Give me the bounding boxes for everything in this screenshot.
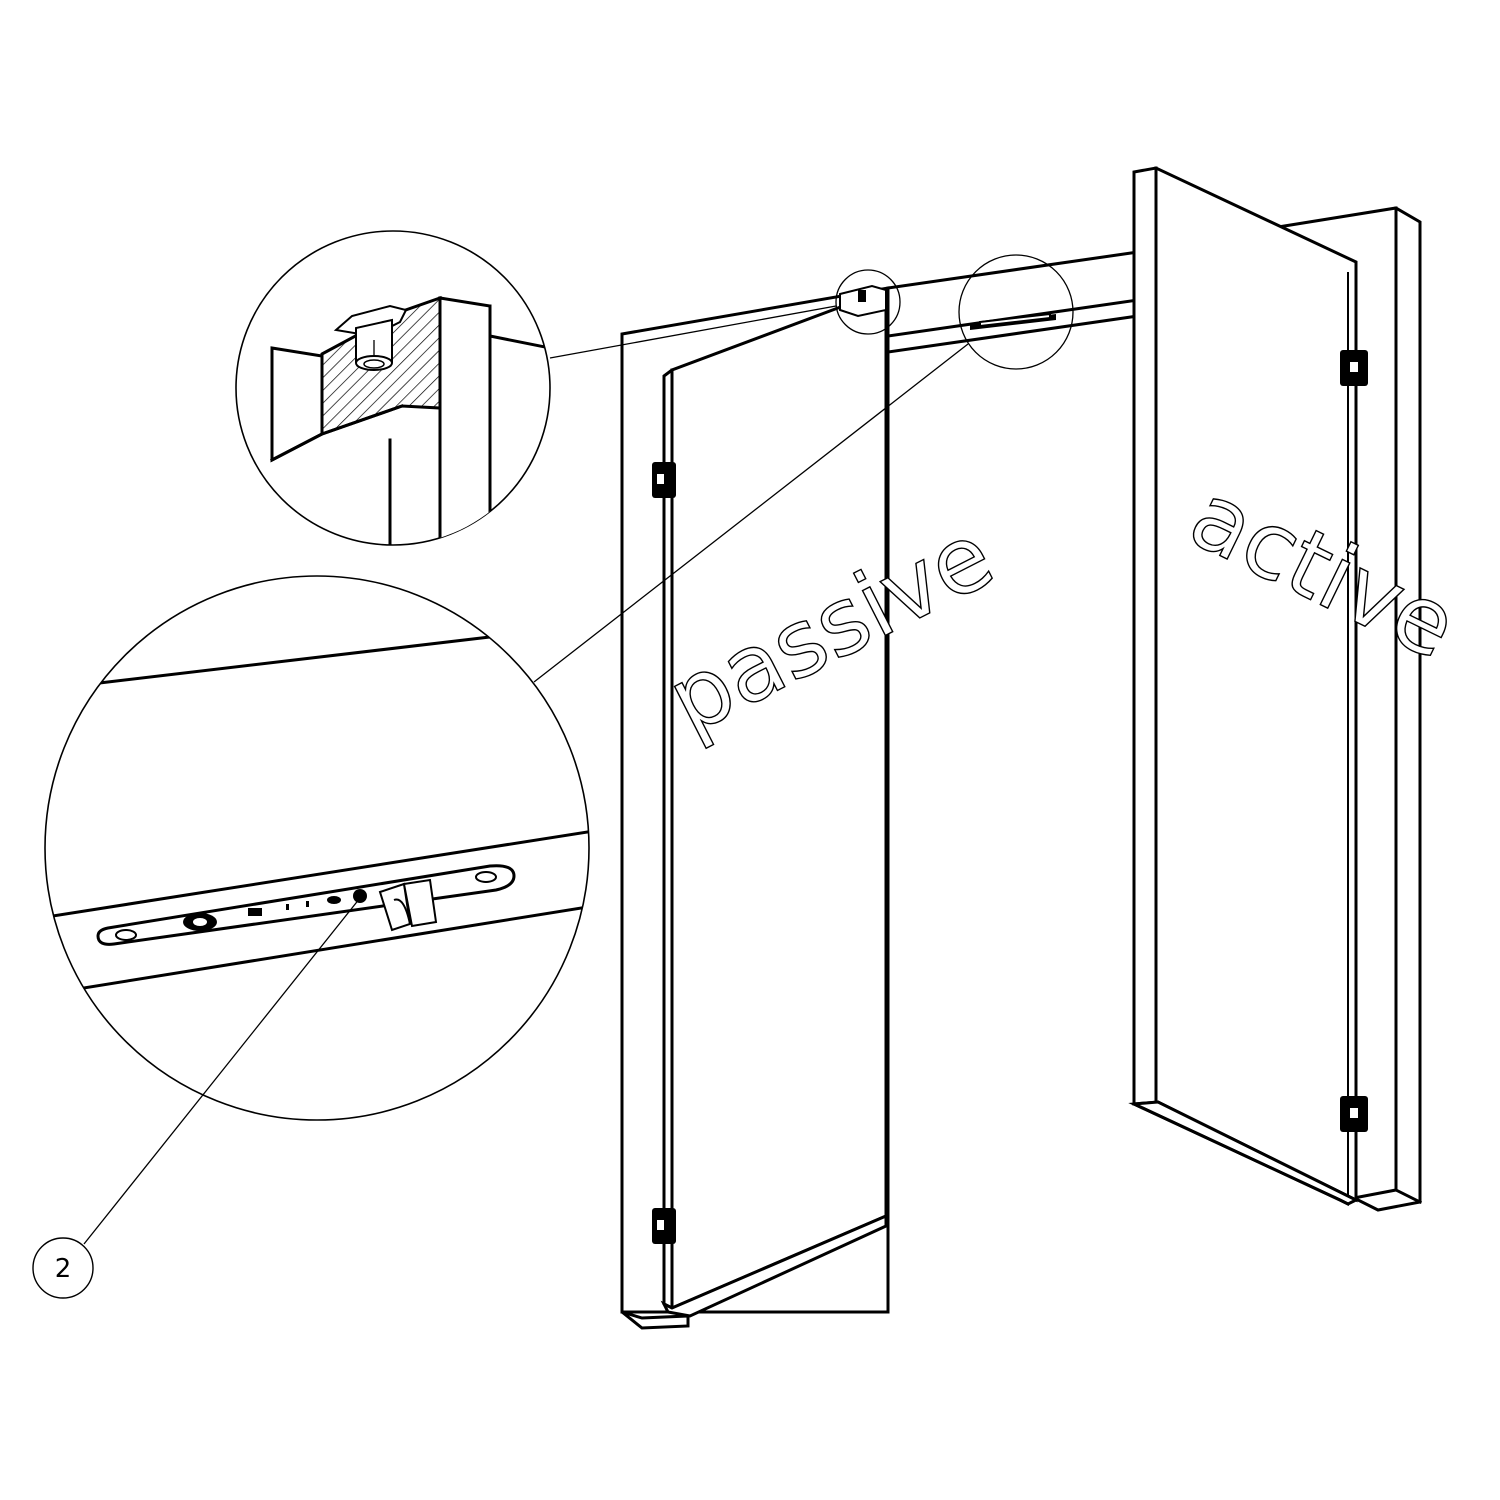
detail-marker-top-bolt [835,269,901,335]
leader-line-lock-detail [533,343,969,683]
top-detail-view [235,230,551,546]
lock-faceplate-icon [96,864,516,946]
passive-leaf-bottom-edge [660,1213,888,1318]
hinge-pin-cup-icon [333,304,408,371]
leader-line-top-detail [549,305,837,359]
passive-leaf-top-bolt [839,284,887,318]
leader-line-callout-2 [83,897,361,1245]
passive-leaf-face [662,287,888,1310]
callout-2: 2 [32,1237,94,1299]
active-door-leaf [1128,166,1368,1207]
frame-left-jamb-foot [621,1310,690,1330]
active-leaf-face [1132,166,1358,1203]
callout-circle [32,1237,94,1299]
head-strike-plate [970,312,1056,330]
passive-door-leaf [652,284,888,1318]
hinge-icon [652,462,676,498]
hinge-icon [1340,350,1368,386]
hinge-icon [1340,1096,1368,1132]
detail-marker-strike [958,254,1074,370]
callout-number: 2 [55,1254,72,1284]
lock-detail-view [44,575,590,1121]
hinge-icon [652,1208,676,1244]
